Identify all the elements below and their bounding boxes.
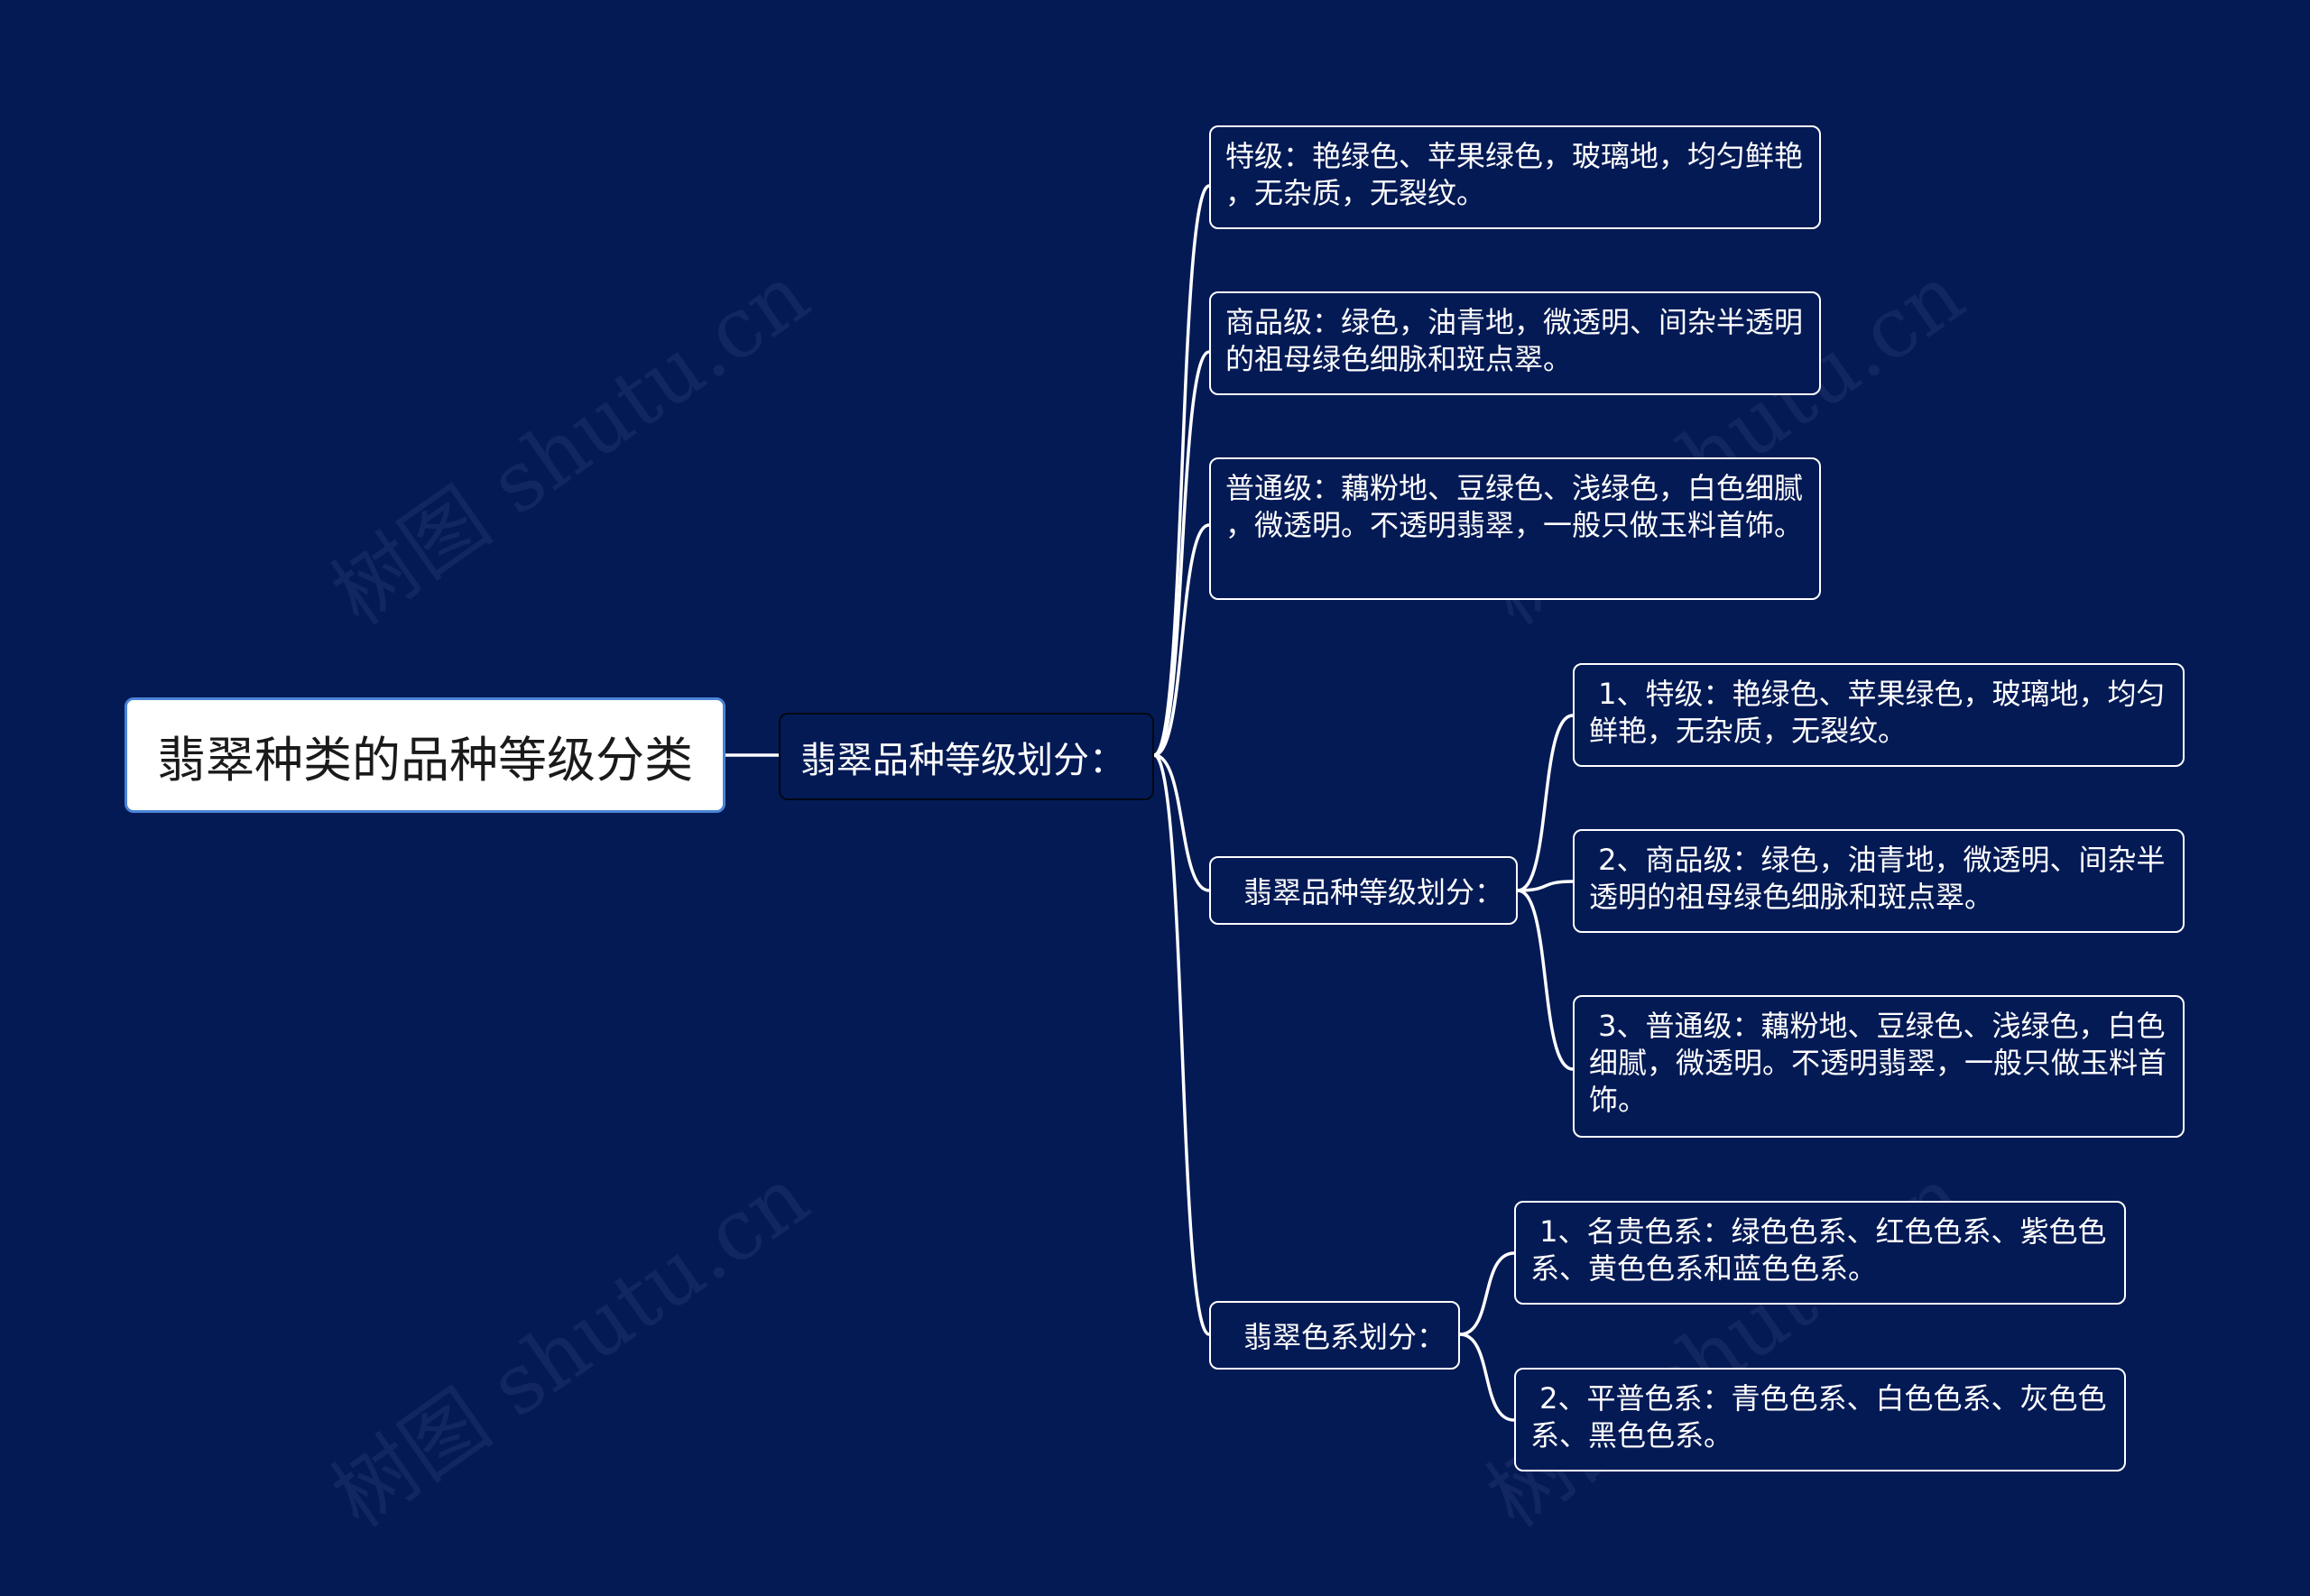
link-branch-grade1 — [1153, 184, 1210, 757]
link-colorgroup-item2 — [1459, 1333, 1515, 1422]
leaf-node-grade-item-2[interactable]: 2、商品级：绿色，油青地，微透明、间杂半 透明的祖母绿色细脉和斑点翠。 — [1573, 829, 2185, 933]
subtopic-node-color-group[interactable]: 翡翠色系划分： — [1209, 1301, 1460, 1370]
link-gradegroup-item2 — [1517, 880, 1574, 892]
link-branch-grade2 — [1153, 350, 1210, 757]
link-branch-grade3 — [1153, 523, 1210, 757]
link-colorgroup-item1 — [1459, 1251, 1515, 1336]
leaf-node-grade-item-1[interactable]: 1、特级：艳绿色、苹果绿色，玻璃地，均匀 鲜艳，无杂质，无裂纹。 — [1573, 663, 2185, 767]
link-gradegroup-item1 — [1517, 714, 1574, 892]
leaf-node-grade-item-3[interactable]: 3、普通级：藕粉地、豆绿色、浅绿色，白色 细腻，微透明。不透明翡翠，一般只做玉料… — [1573, 995, 2185, 1138]
link-branch-gradegroup — [1153, 753, 1210, 892]
leaf-node-color-item-1[interactable]: 1、名贵色系：绿色色系、红色色系、紫色色 系、黄色色系和蓝色色系。 — [1514, 1201, 2126, 1305]
subtopic-node-grade-group[interactable]: 翡翠品种等级划分： — [1209, 856, 1518, 925]
branch-node-grade-classification[interactable]: 翡翠品种等级划分： — [779, 713, 1154, 800]
link-branch-colorgroup — [1153, 753, 1210, 1336]
leaf-node-ordinary-grade[interactable]: 普通级：藕粉地、豆绿色、浅绿色，白色细腻 ，微透明。不透明翡翠，一般只做玉料首饰… — [1209, 457, 1821, 600]
link-gradegroup-item3 — [1517, 889, 1574, 1071]
leaf-node-color-item-2[interactable]: 2、平普色系：青色色系、白色色系、灰色色 系、黑色色系。 — [1514, 1368, 2126, 1471]
root-node[interactable]: 翡翠种类的品种等级分类 — [125, 697, 725, 813]
leaf-node-special-grade[interactable]: 特级：艳绿色、苹果绿色，玻璃地，均匀鲜艳 ，无杂质，无裂纹。 — [1209, 125, 1821, 229]
leaf-node-commercial-grade[interactable]: 商品级：绿色，油青地，微透明、间杂半透明 的祖母绿色细脉和斑点翠。 — [1209, 291, 1821, 395]
